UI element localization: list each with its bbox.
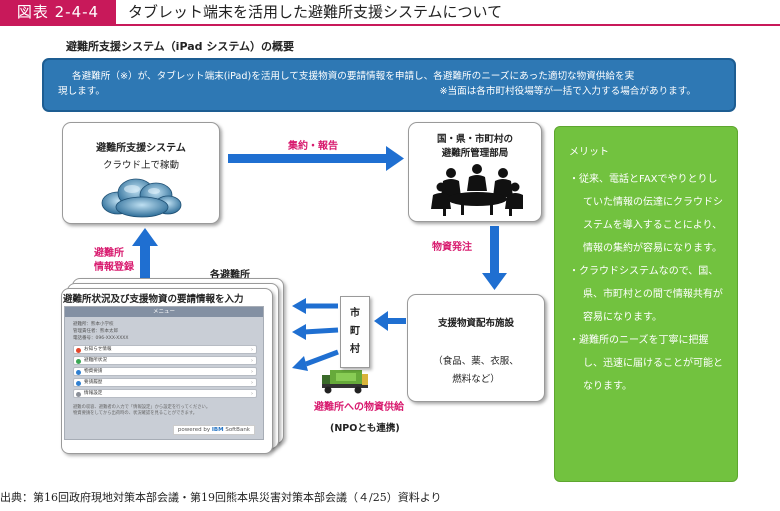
merit-item: ・避難所のニーズを丁寧に把握し、迅速に届けることが可能となります。 bbox=[569, 335, 723, 392]
summary-note: ※当面は各市町村役場等が一括で入力する場合があります。 bbox=[439, 86, 696, 97]
ibm-logo: IBM bbox=[211, 427, 224, 433]
municipality-char: 町 bbox=[350, 326, 360, 337]
tablet-menu-label: メニュー bbox=[152, 309, 175, 315]
merit-item: ・従来、電話とFAXでやりとりしていた情報の伝達にクラウドシステムを導入すること… bbox=[569, 174, 723, 254]
tablet-header-info: 避難所：熊本小学校 管理責任者：熊本太郎 電話番号：096-XXX-XXXX bbox=[73, 321, 257, 342]
tablet-title-bar: メニュー bbox=[65, 307, 263, 317]
arrows-muni-to-shelters bbox=[292, 298, 339, 371]
chevron-right-icon: › bbox=[251, 380, 253, 386]
tablet-footnote: 避難の収容、避難者の入力で「情報設定」から設定を行ってください。 物資要請をして… bbox=[73, 405, 257, 417]
label-supply: 避難所への物資供給 bbox=[314, 402, 404, 413]
tablet-menu-row: 物資要請 › bbox=[73, 367, 257, 376]
tablet-head-line: 避難所：熊本小学校 bbox=[73, 322, 114, 327]
distribution-title: 支援物資配布施設 bbox=[437, 318, 514, 329]
cloud-icon bbox=[101, 178, 182, 218]
chevron-right-icon: › bbox=[251, 347, 253, 353]
meeting-icon bbox=[431, 164, 523, 216]
figure-header bbox=[0, 0, 780, 26]
arrow-register bbox=[132, 228, 158, 278]
municipality-char: 市 bbox=[350, 308, 360, 319]
menu-dot-icon bbox=[76, 380, 81, 386]
label-register-line1: 避難所 bbox=[94, 248, 124, 259]
label-dispatch: 物資発注 bbox=[432, 242, 472, 253]
label-register-line2: 情報登録 bbox=[94, 262, 134, 273]
tablet-head-line: 電話番号：096-XXX-XXXX bbox=[73, 336, 129, 341]
tablet-row-label: 避難所状況 bbox=[84, 358, 107, 363]
brand-prefix: powered by bbox=[177, 427, 211, 433]
municipality-box: 市町村 bbox=[340, 296, 370, 368]
arrow-dist-to-muni bbox=[374, 311, 406, 331]
menu-dot-icon bbox=[76, 391, 81, 397]
figure-label: 図表 2-4-4 bbox=[0, 0, 116, 24]
summary-box: 各避難所（※）が、タブレット端末(iPad)を活用して支援物資の要請情報を申請し… bbox=[42, 58, 736, 112]
admin-dept-box: 国・県・市町村の 避難所管理部局 bbox=[408, 122, 542, 222]
shelters-label: 各避難所 bbox=[210, 270, 250, 281]
tablet-brand-logos: powered by IBM SoftBank bbox=[172, 425, 255, 435]
softbank-logo: SoftBank bbox=[225, 427, 250, 433]
merits-box: メリット ・従来、電話とFAXでやりとりしていた情報の伝達にクラウドシステムを導… bbox=[554, 126, 738, 482]
tablet-menu-row: お知らせ情報 › bbox=[73, 345, 257, 354]
merits-title: メリット bbox=[569, 147, 609, 158]
tablet-head-line: 管理責任者：熊本太郎 bbox=[73, 329, 118, 334]
chevron-right-icon: › bbox=[251, 391, 253, 397]
distribution-facility-box: 支援物資配布施設 （食品、薬、衣服、 燃料など） bbox=[407, 294, 545, 402]
summary-text-line1: 各避難所（※）が、タブレット端末(iPad)を活用して支援物資の要請情報を申請し… bbox=[72, 71, 635, 82]
source-note: 出典：第16回政府現地対策本部会議・第19回熊本県災害対策本部会議（４/25）資… bbox=[0, 491, 442, 504]
figure-title: タブレット端末を活用した避難所支援システムについて bbox=[128, 3, 503, 21]
tablet-row-label: 要請履歴 bbox=[84, 380, 103, 385]
diagram-subtitle: 避難所支援システム（iPad システム）の概要 bbox=[66, 40, 295, 53]
tablet-foot-line: 物資要請をしてから出荷時の、状況確認を見ることができます。 bbox=[73, 411, 198, 416]
chevron-right-icon: › bbox=[251, 369, 253, 375]
tablet-row-label: 情報設定 bbox=[84, 391, 103, 396]
chevron-right-icon: › bbox=[251, 358, 253, 364]
tablet-row-label: 物資要請 bbox=[84, 369, 103, 374]
tablet-menu-row: 避難所状況 › bbox=[73, 356, 257, 365]
municipality-char: 村 bbox=[350, 344, 360, 355]
truck-icon bbox=[322, 370, 368, 394]
admin-dept-title-line1: 国・県・市町村の bbox=[436, 134, 513, 145]
distribution-items-line1: （食品、薬、衣服、 bbox=[433, 356, 519, 367]
label-npo: (NPOとも連携) bbox=[330, 423, 400, 434]
arrow-dispatch bbox=[482, 226, 507, 290]
menu-dot-icon bbox=[76, 358, 81, 364]
label-aggregate-report: 集約・報告 bbox=[288, 141, 338, 152]
admin-dept-title-line2: 避難所管理部局 bbox=[441, 148, 509, 159]
municipality-label: 市町村 bbox=[341, 305, 369, 359]
distribution-items-line2: 燃料など） bbox=[452, 374, 500, 385]
menu-dot-icon bbox=[76, 369, 81, 375]
tablet-menu-row: 要請履歴 › bbox=[73, 378, 257, 387]
shelter-support-system-box: 避難所支援システム クラウド上で稼動 bbox=[62, 122, 220, 224]
summary-text-line2: 現します。 bbox=[58, 86, 106, 97]
menu-dot-icon bbox=[76, 347, 81, 353]
tablet-screen: メニュー 避難所：熊本小学校 管理責任者：熊本太郎 電話番号：096-XXX-X… bbox=[64, 306, 264, 440]
tablet-row-label: お知らせ情報 bbox=[84, 347, 112, 352]
system-title: 避難所支援システム bbox=[96, 143, 186, 154]
merit-item: ・クラウドシステムなので、国、県、市町村との間で情報共有が容易になります。 bbox=[569, 266, 723, 323]
shelter-input-title: 避難所状況及び支援物資の要請情報を入力 bbox=[63, 294, 244, 305]
system-subtitle: クラウド上で稼動 bbox=[102, 160, 179, 171]
tablet-foot-line: 避難の収容、避難者の入力で「情報設定」から設定を行ってください。 bbox=[73, 405, 211, 410]
tablet-menu-row: 情報設定 › bbox=[73, 389, 257, 398]
